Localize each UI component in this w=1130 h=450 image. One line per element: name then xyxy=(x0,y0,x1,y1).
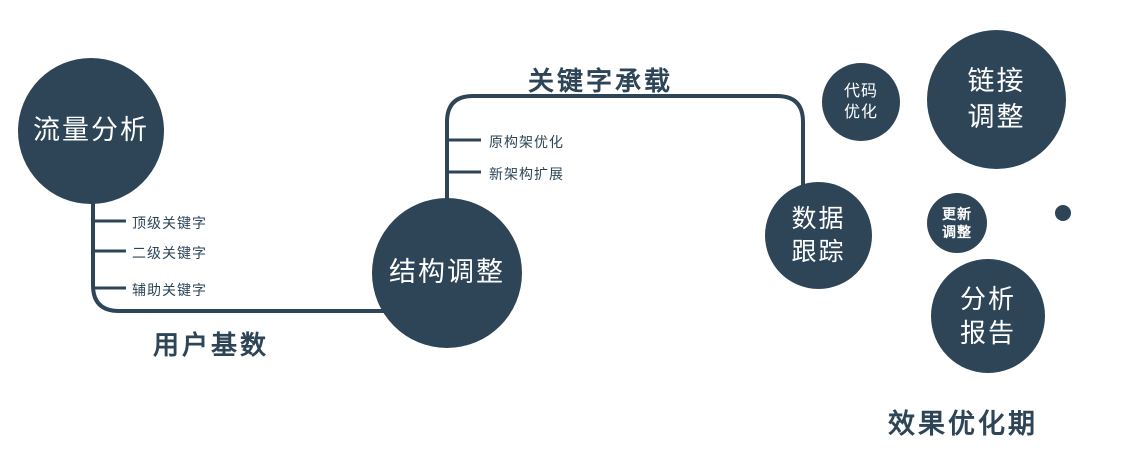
footer-label-effect-optimization: 效果优化期 xyxy=(888,409,1038,439)
branch-label-second-keyword: 二级关键字 xyxy=(132,245,207,261)
branch-label-aux-keyword: 辅助关键字 xyxy=(132,282,207,298)
node-analysis-report-line2: 报告 xyxy=(959,318,1016,348)
node-link-adjust-line1: 链接 xyxy=(967,65,1026,96)
node-structure-adjust: 结构调整 xyxy=(372,198,522,348)
branch-label-arch-optimization: 原构架优化 xyxy=(489,134,564,150)
node-code-optimization-line1: 代码 xyxy=(843,82,878,100)
edge-label-keyword-carry: 关键字承载 xyxy=(528,66,674,96)
node-analysis-report: 分析 报告 xyxy=(931,259,1045,373)
node-data-tracking-line2: 跟踪 xyxy=(791,237,846,266)
node-link-adjust: 链接 调整 xyxy=(927,30,1066,169)
bullet-dot xyxy=(1055,205,1071,221)
node-analysis-report-line1: 分析 xyxy=(959,283,1016,314)
node-traffic-analysis: 流量分析 xyxy=(18,58,164,204)
node-code-optimization-line2: 优化 xyxy=(843,104,878,121)
node-link-adjust-line2: 调整 xyxy=(967,101,1026,132)
node-data-tracking: 数据 跟踪 xyxy=(765,182,872,289)
node-update-adjust-line1: 更新 xyxy=(942,205,972,222)
node-traffic-analysis-label: 流量分析 xyxy=(33,115,149,146)
node-data-tracking-line1: 数据 xyxy=(791,204,846,233)
connector-middle-path xyxy=(445,94,805,240)
node-structure-adjust-label: 结构调整 xyxy=(389,257,505,288)
connector-left-path xyxy=(91,170,400,313)
branch-label-top-keyword: 顶级关键字 xyxy=(132,215,207,231)
edge-label-user-base: 用户基数 xyxy=(153,330,270,360)
node-update-adjust: 更新 调整 xyxy=(927,193,987,253)
branch-label-arch-expansion: 新架构扩展 xyxy=(489,166,564,182)
node-code-optimization: 代码 优化 xyxy=(822,63,900,141)
node-update-adjust-line2: 调整 xyxy=(942,224,972,240)
